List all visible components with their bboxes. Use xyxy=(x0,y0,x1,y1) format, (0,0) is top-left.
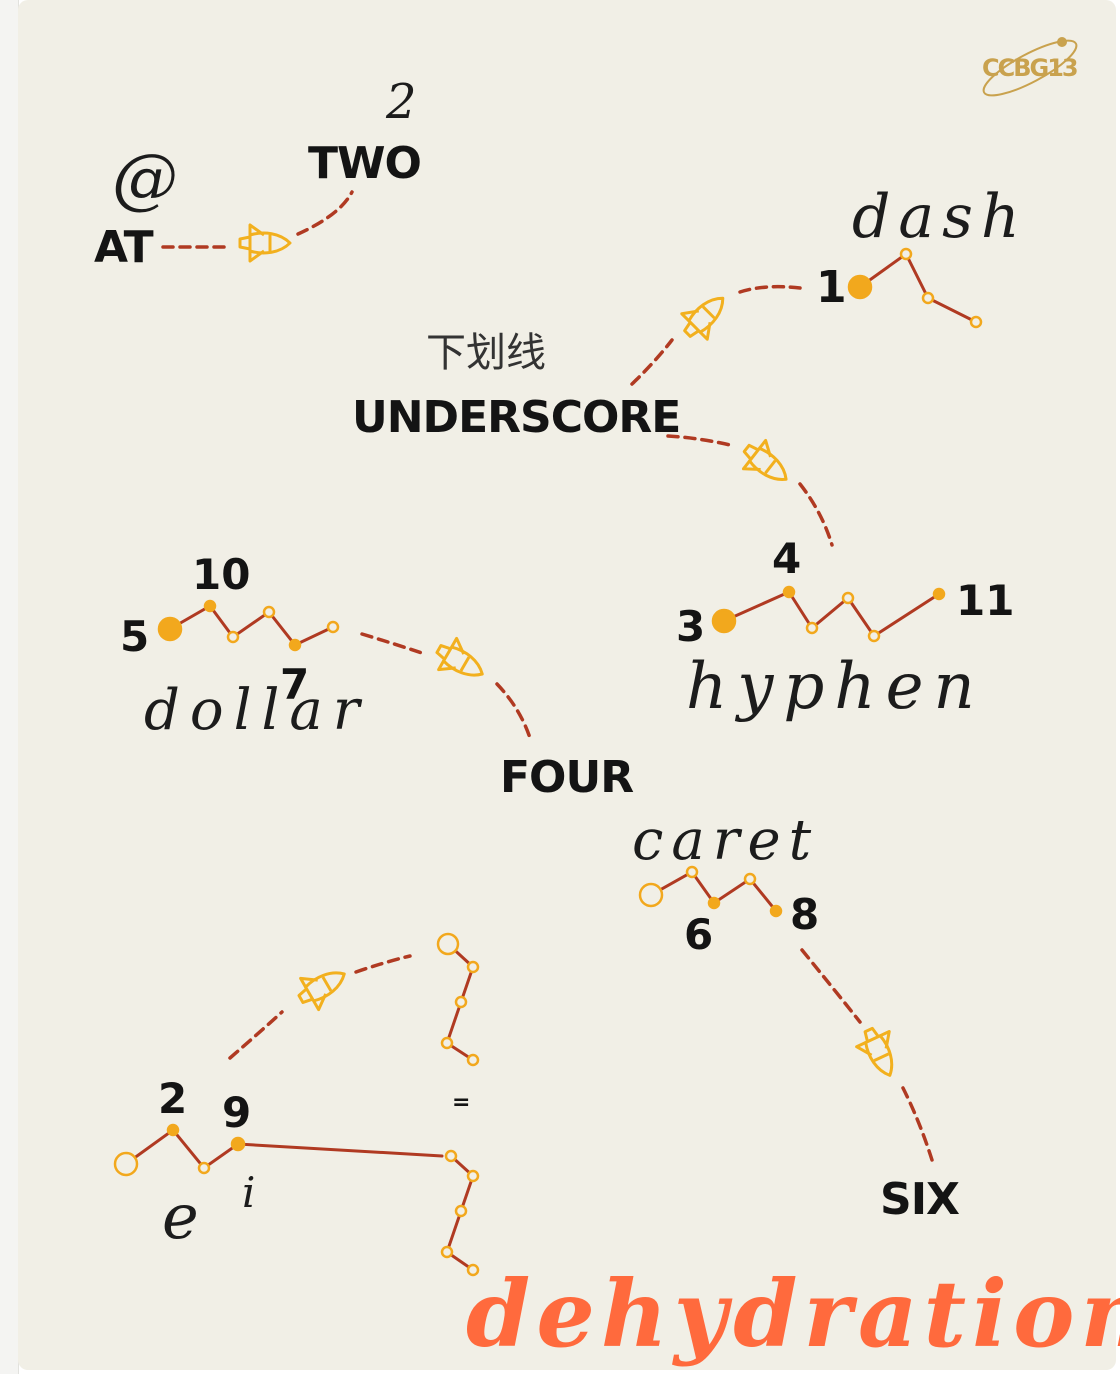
at-symbol-label: @ xyxy=(112,140,178,217)
number-5: 5 xyxy=(120,612,150,661)
path-dollar-to-four xyxy=(360,632,532,740)
number-9: 9 xyxy=(222,1088,252,1137)
four-label: FOUR xyxy=(500,752,634,803)
rocket-icon xyxy=(276,944,363,1031)
brand-logo-text: CCBG13 xyxy=(982,54,1079,82)
number-1: 1 xyxy=(816,262,847,313)
rocket-icon xyxy=(658,273,749,364)
dash-label: dash xyxy=(852,182,1028,252)
number-4: 4 xyxy=(772,534,802,583)
number-8: 8 xyxy=(790,890,820,939)
path-caret-to-six xyxy=(800,948,934,1162)
path-underscore-to-dash xyxy=(630,284,802,386)
dehydration-label: dehydration xyxy=(466,1260,1120,1368)
underscore-chinese-label: 下划线 xyxy=(426,330,546,376)
rocket-icon xyxy=(719,417,809,507)
dash-zigzag xyxy=(858,251,978,324)
number-3: 3 xyxy=(676,602,706,651)
hyphen-zigzag xyxy=(722,590,941,639)
at-label: AT xyxy=(94,222,154,273)
rocket-icon xyxy=(230,211,294,275)
number-6: 6 xyxy=(684,910,714,959)
path-underscore-to-hyphen xyxy=(666,434,834,547)
rocket-icon xyxy=(414,616,501,703)
hyphen-label: hyphen xyxy=(686,650,985,724)
ccbg-logo-icon xyxy=(982,37,1078,97)
number-11: 11 xyxy=(956,576,1015,625)
i-label: i xyxy=(242,1168,256,1217)
dollar-label: dollar xyxy=(144,678,370,743)
six-label: SIX xyxy=(880,1174,960,1225)
underscore-label: UNDERSCORE xyxy=(352,392,681,443)
e-label: e xyxy=(162,1180,199,1253)
path-ei-to-equals xyxy=(228,954,412,1060)
number-7: 7 xyxy=(280,660,310,709)
number-10: 10 xyxy=(192,550,251,599)
illustration-card xyxy=(18,0,1116,1370)
dollar-zigzag xyxy=(168,604,335,647)
rocket-icon xyxy=(835,1007,920,1092)
number-2: 2 xyxy=(158,1074,188,1123)
equals-label: = xyxy=(452,1090,471,1115)
two-label: TWO xyxy=(308,138,422,189)
caret-label: caret xyxy=(632,808,820,873)
nodes xyxy=(113,247,983,1277)
two-digit-label: 2 xyxy=(386,74,417,130)
path-at-to-two xyxy=(161,190,354,249)
